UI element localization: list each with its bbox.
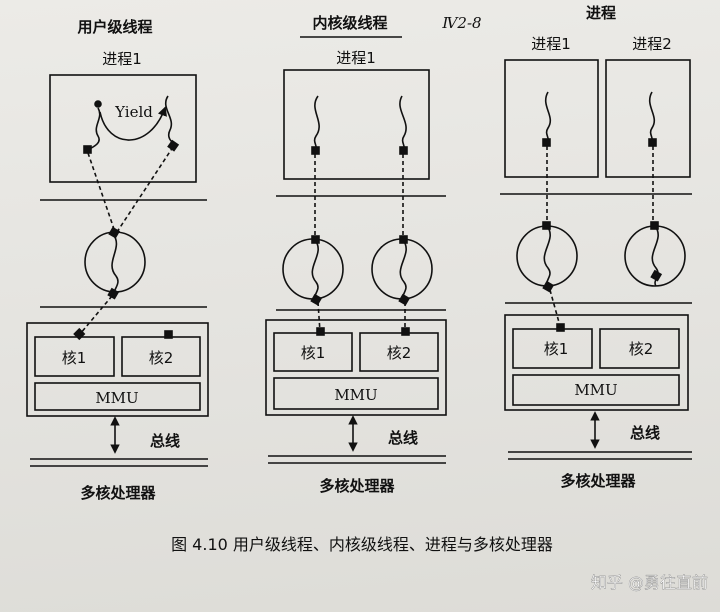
processor-box [26,322,209,417]
core-marker [316,327,325,336]
processor-box [504,314,689,411]
thread-marker [648,138,657,147]
core-marker [164,330,173,339]
yield-label: Yield [114,103,153,121]
thread-line [164,95,177,147]
watermark: 知乎 @勇往直前 [591,573,708,592]
mapping-dashed-line [317,301,321,333]
mmu-box [512,374,680,406]
user-thread-title: 用户级线程 [77,18,152,36]
core-marker [556,323,565,332]
thread-line [399,95,407,151]
processor-label: 多核处理器 [80,484,156,502]
mmu-box [273,377,439,410]
processor-label: 多核处理器 [560,472,636,490]
core2-box [121,336,201,377]
core1-box [512,328,593,369]
thread-marker [650,221,659,230]
thread-line [313,95,320,151]
thread-marker [399,146,408,155]
thread-marker [650,269,663,282]
thread-marker [542,280,555,293]
thread-line [87,107,101,151]
kernel-thread-line [543,225,551,287]
kernel-thread-title: 内核级线程 [312,14,387,32]
process2-box [605,59,691,178]
kernel-process-label: 进程1 [336,49,376,67]
figure-caption: 图 4.10 用户级线程、内核级线程、进程与多核处理器 [171,535,553,554]
core2-label: 核2 [629,340,654,358]
user-thread-panel: 用户级线程 进程1 Yield [26,18,209,502]
mapping-dashed-line [549,289,561,327]
thread-marker [542,138,551,147]
kernel-thread-circle [84,231,146,293]
process1-box [504,59,599,178]
process-title: 进程 [586,4,616,22]
thread-marker [167,139,180,152]
core1-box [273,332,353,372]
core2-label: 核2 [149,349,174,367]
mmu-box [34,382,201,411]
core1-label: 核1 [62,349,87,367]
bus-label: 总线 [630,424,660,442]
core2-box [359,332,439,372]
mmu-label: MMU [95,389,138,407]
user-process-box [49,74,197,183]
thread-line [544,91,552,143]
bus-label: 总线 [388,429,418,447]
kernel-thread-circle [516,225,578,287]
thread-line [648,91,656,143]
core1-box [34,336,115,377]
kernel-process-box [283,69,430,180]
mmu-label: MMU [574,381,617,399]
yield-arrow [99,106,167,141]
bus-label: 总线 [150,432,180,450]
kernel-thread-panel: 内核级线程 Ⅳ2-8 进程1 [265,14,482,495]
thread-marker [311,235,320,244]
thread-marker [310,293,323,306]
kernel-thread-circle [371,238,433,300]
user-process-label: 进程1 [102,50,142,68]
process-panel: 进程 进程1 进程2 [500,4,692,490]
process2-label: 进程2 [632,35,672,53]
mapping-dashed-line [116,146,174,233]
kernel-thread-line [399,239,407,301]
kernel-thread-line [311,239,319,301]
thread-marker [311,146,320,155]
thread-marker [83,145,92,154]
kernel-thread-line [651,225,659,287]
mmu-label: MMU [334,386,377,404]
kernel-thread-line [111,233,119,297]
core1-label: 核1 [301,344,326,362]
core2-label: 核2 [387,344,412,362]
thread-marker [542,221,551,230]
core1-label: 核1 [544,340,569,358]
handwritten-note: Ⅳ2-8 [441,14,481,32]
mapping-dashed-line [79,295,113,335]
thread-start-dot [94,100,102,108]
core-marker [401,327,410,336]
core2-box [599,328,680,369]
processor-label: 多核处理器 [319,477,395,495]
mapping-dashed-line [87,152,116,233]
core-marker [73,327,86,341]
thread-marker [399,235,408,244]
thread-marker [108,226,121,239]
processor-box [265,319,447,416]
process1-label: 进程1 [531,35,571,53]
thread-marker [107,287,120,300]
thread-marker [398,293,411,306]
